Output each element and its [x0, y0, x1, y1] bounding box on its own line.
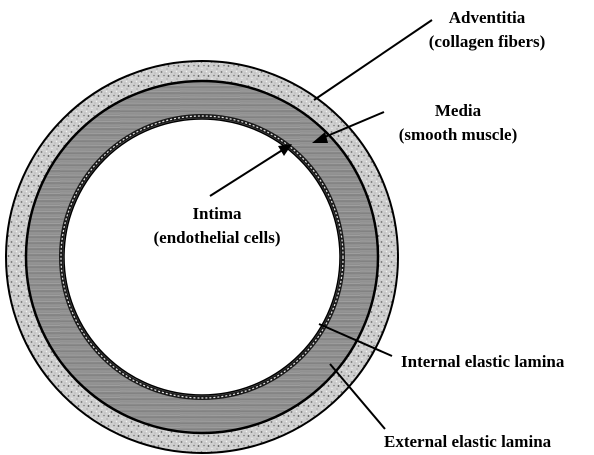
adventitia-label: Adventitia: [449, 8, 526, 27]
intima-label: Intima: [192, 204, 242, 223]
intima-detail-label: (endothelial cells): [153, 228, 280, 247]
media-detail-label: (smooth muscle): [399, 125, 518, 144]
lumen: [64, 119, 340, 395]
internal-elastic-lamina-label: Internal elastic lamina: [401, 352, 565, 371]
external-elastic-lamina-label: External elastic lamina: [384, 432, 552, 451]
media-label: Media: [435, 101, 482, 120]
adventitia-leader-line: [314, 20, 432, 100]
adventitia-detail-label: (collagen fibers): [429, 32, 546, 51]
